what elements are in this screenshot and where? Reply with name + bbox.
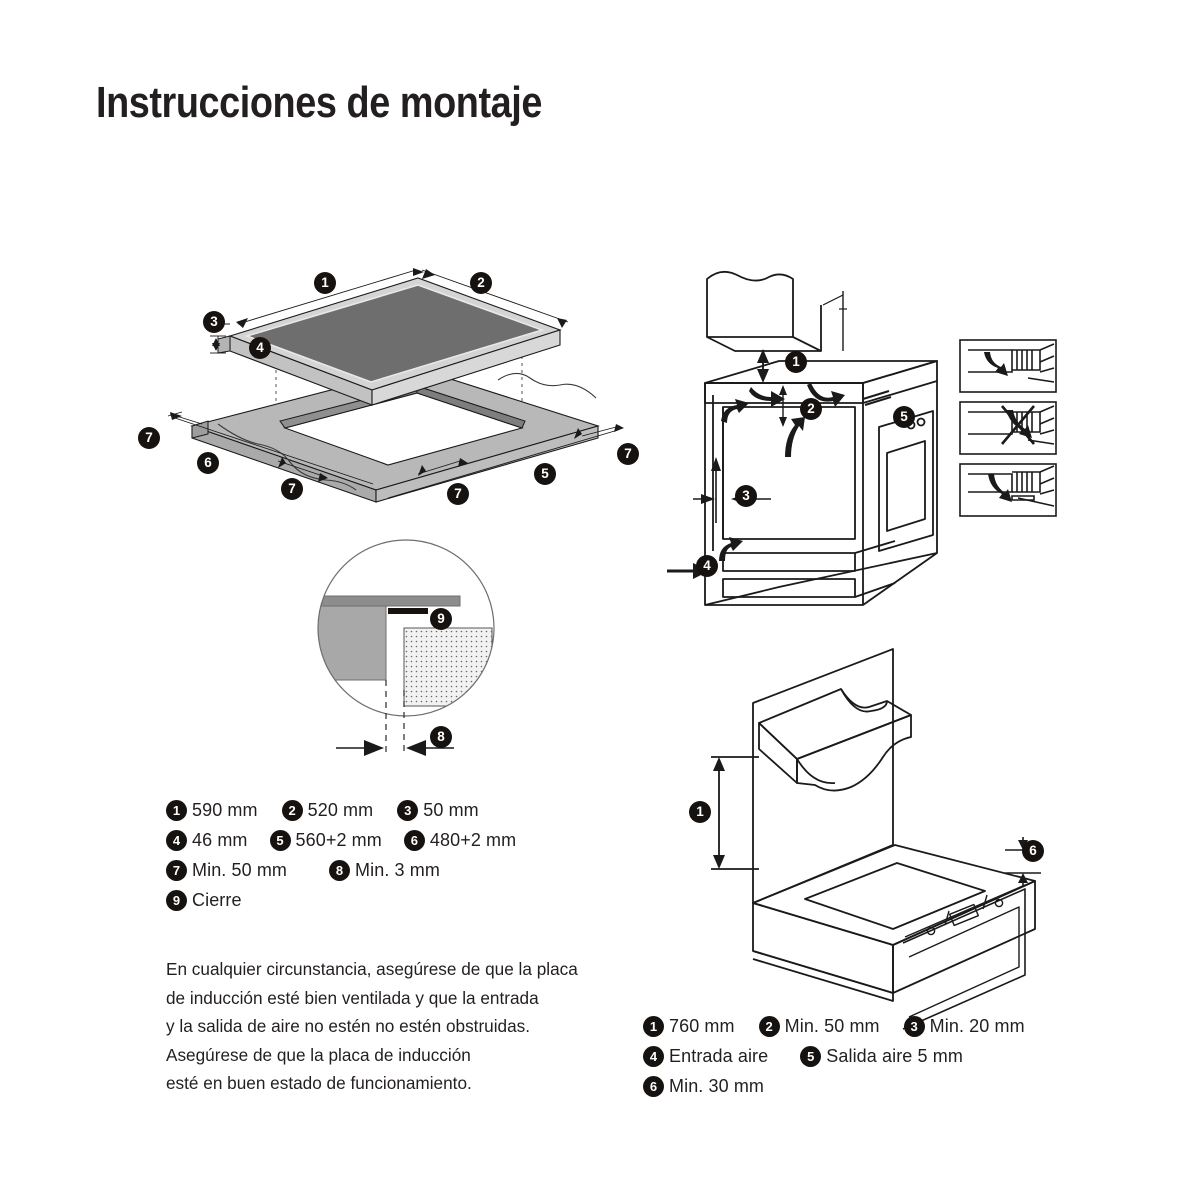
- legend-item-1: 1 590 mm: [166, 800, 258, 821]
- legend-label-2: 520 mm: [307, 800, 374, 820]
- callout-3-rear-gap: 3: [735, 485, 757, 507]
- callout-6-cutout-depth: 6: [197, 452, 219, 474]
- legend-label-r1: 760 mm: [669, 1016, 735, 1036]
- legend-badge-4: 4: [166, 830, 187, 851]
- legend-badge-8: 8: [329, 860, 351, 881]
- legend-badge-2: 2: [281, 800, 303, 821]
- legend-label-7: Min. 50 mm: [192, 860, 288, 880]
- legend-item-r5: 5 Salida aire 5 mm: [800, 1046, 963, 1067]
- legend-label-r2: Min. 50 mm: [784, 1016, 880, 1036]
- callout-5-cutout-width: 5: [534, 463, 556, 485]
- legend-item-8: 8 Min. 3 mm: [329, 860, 440, 881]
- legend-item-2: 2 520 mm: [281, 800, 374, 821]
- legend-label-1: 590 mm: [192, 800, 258, 820]
- legend-badge-7: 7: [166, 860, 187, 881]
- legend-row: 4 46 mm 5 560+2 mm 6 480+2 mm: [166, 830, 566, 851]
- legend-badge-5: 5: [269, 830, 291, 851]
- legend-label-9: Cierre: [192, 890, 242, 910]
- exploded-cooktop-diagram: [130, 258, 660, 523]
- legend-item-4: 4 46 mm: [166, 830, 248, 851]
- note-line-5: esté en buen estado de funcionamiento.: [166, 1073, 472, 1093]
- legend-badge-9: 9: [166, 890, 187, 911]
- legend-badge-r5: 5: [800, 1046, 822, 1067]
- legend-item-6: 6 480+2 mm: [403, 830, 517, 851]
- legend-row: 4 Entrada aire 5 Salida aire 5 mm: [643, 1046, 1073, 1067]
- callout-7-clearance-front-right: 7: [447, 483, 469, 505]
- legend-label-r5: Salida aire 5 mm: [826, 1046, 963, 1066]
- legend-label-6: 480+2 mm: [429, 830, 517, 850]
- callout-4-body-height: 4: [249, 337, 271, 359]
- legend-label-r6: Min. 30 mm: [669, 1076, 765, 1096]
- callout-2-cooktop-depth: 2: [470, 272, 492, 294]
- note-line-3: y la salida de aire no estén no estén ob…: [166, 1016, 531, 1036]
- legend-row: 6 Min. 30 mm: [643, 1076, 1073, 1097]
- legend-label-r4: Entrada aire: [669, 1046, 769, 1066]
- legend-row: 7 Min. 50 mm 8 Min. 3 mm: [166, 860, 566, 881]
- callout-8-gap: 8: [430, 726, 452, 748]
- hood-over-cooktop-diagram: [655, 645, 1055, 1030]
- callout-7-clearance-front-left: 7: [281, 478, 303, 500]
- legend-row: 1 760 mm 2 Min. 50 mm 3 Min. 20 mm: [643, 1016, 1073, 1037]
- note-line-4: Asegúrese de que la placa de inducción: [166, 1044, 471, 1065]
- legend-label-4: 46 mm: [192, 830, 248, 850]
- note-line-2: de inducción esté bien ventilada y que l…: [166, 987, 539, 1008]
- legend-item-7: 7 Min. 50 mm: [166, 860, 287, 881]
- legend-label-8: Min. 3 mm: [355, 860, 440, 880]
- legend-row: 9 Cierre: [166, 890, 566, 911]
- legend-badge-1: 1: [166, 800, 187, 821]
- callout-1-hood-height: 1: [689, 801, 711, 823]
- legend-item-r4: 4 Entrada aire: [643, 1046, 768, 1067]
- legend-item-9: 9 Cierre: [166, 890, 242, 911]
- legend-item-r2: 2 Min. 50 mm: [758, 1016, 880, 1037]
- seal-detail-circle: [300, 539, 535, 780]
- legend-item-r6: 6 Min. 30 mm: [643, 1076, 764, 1097]
- legend-item-3: 3 50 mm: [397, 800, 479, 821]
- ventilation-note: En cualquier circunstancia, asegúrese de…: [166, 955, 586, 1098]
- legend-label-5: 560+2 mm: [295, 830, 382, 850]
- callout-9-seal: 9: [430, 608, 452, 630]
- callout-5-air-outlet: 5: [893, 406, 915, 428]
- legend-badge-6: 6: [403, 830, 425, 851]
- legend-item-r3: 3 Min. 20 mm: [903, 1016, 1025, 1037]
- cooktop-dimensions-legend: 1 590 mm 2 520 mm 3 50 mm 4 46 mm 5 560+…: [166, 800, 566, 920]
- callout-3-frame-thickness: 3: [203, 311, 225, 333]
- legend-item-r1: 1 760 mm: [643, 1016, 735, 1037]
- legend-badge-r6: 6: [643, 1076, 664, 1097]
- legend-badge-r3: 3: [903, 1016, 925, 1037]
- legend-label-3: 50 mm: [423, 800, 479, 820]
- note-line-1: En cualquier circunstancia, asegúrese de…: [166, 959, 578, 979]
- legend-label-r3: Min. 20 mm: [929, 1016, 1025, 1036]
- legend-row: 1 590 mm 2 520 mm 3 50 mm: [166, 800, 566, 821]
- callout-7-clearance-left: 7: [138, 427, 160, 449]
- clearance-dimensions-legend: 1 760 mm 2 Min. 50 mm 3 Min. 20 mm 4 Ent…: [643, 1016, 1073, 1106]
- callout-4-air-inlet: 4: [696, 555, 718, 577]
- callout-6-slab-thickness: 6: [1022, 840, 1044, 862]
- legend-item-5: 5 560+2 mm: [269, 830, 382, 851]
- legend-badge-r1: 1: [643, 1016, 664, 1037]
- callout-1-hood-clearance: 1: [785, 351, 807, 373]
- legend-badge-3: 3: [397, 800, 419, 821]
- callout-2-top-gap: 2: [800, 398, 822, 420]
- legend-badge-r2: 2: [758, 1016, 780, 1037]
- legend-badge-r4: 4: [643, 1046, 664, 1067]
- vent-slot-panels: [958, 338, 1058, 518]
- callout-1-cooktop-width: 1: [314, 272, 336, 294]
- callout-7-clearance-right: 7: [617, 443, 639, 465]
- page-title: Instrucciones de montaje: [96, 78, 542, 127]
